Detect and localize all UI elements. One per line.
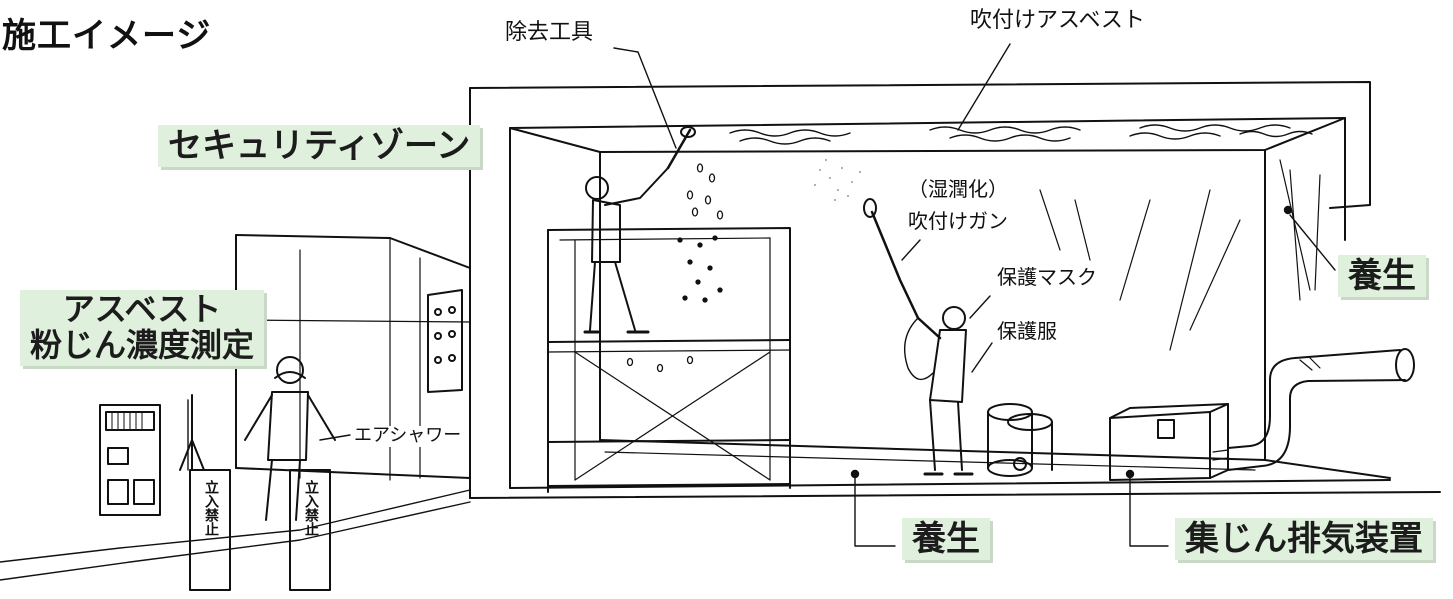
air-shower-label: エアシャワー (352, 425, 464, 447)
ground (0, 489, 471, 581)
sprayed-asbestos-label: 吹付けアスベスト (968, 8, 1147, 34)
leader-lines (187, 43, 1336, 547)
spray-gun-label: 吹付けガン (906, 209, 1010, 233)
debris (626, 163, 724, 373)
removal-tool-label: 除去工具 (503, 20, 596, 46)
worker-scaffold (583, 126, 696, 334)
measurement-label: アスベスト 粉じん濃度測定 (20, 290, 265, 366)
security-zone-label: セキュリティゾーン (158, 125, 481, 168)
measurement-line1: アスベスト (62, 290, 222, 328)
asbestos-waves (729, 124, 1313, 145)
dust-collector-label: 集じん排気装置 (1175, 518, 1433, 561)
scaffold (547, 227, 791, 493)
enclosure-room (469, 81, 1441, 499)
curing-sheet-lines (1039, 189, 1241, 351)
exhaust-duct (1227, 348, 1415, 471)
curing-right-label: 養生 (1338, 255, 1426, 298)
mist (814, 159, 861, 201)
dust-collector-unit (1109, 403, 1229, 481)
curing-bottom-label: 養生 (902, 518, 990, 561)
wetting-label: （湿潤化） (906, 177, 1010, 201)
worker-security (244, 356, 336, 521)
no-entry-signs (189, 469, 331, 591)
no-entry-sign-left: 立入禁止 (203, 480, 219, 536)
page-title: 施工イメージ (2, 16, 212, 56)
vacuum (987, 403, 1053, 477)
no-entry-sign-right: 立入禁止 (303, 480, 319, 536)
worker-spray (863, 198, 974, 476)
suit-label: 保護服 (995, 319, 1059, 343)
mask-label: 保護マスク (995, 265, 1099, 289)
measurement-line2: 粉じん濃度測定 (30, 325, 255, 364)
measuring-equipment (99, 394, 205, 516)
